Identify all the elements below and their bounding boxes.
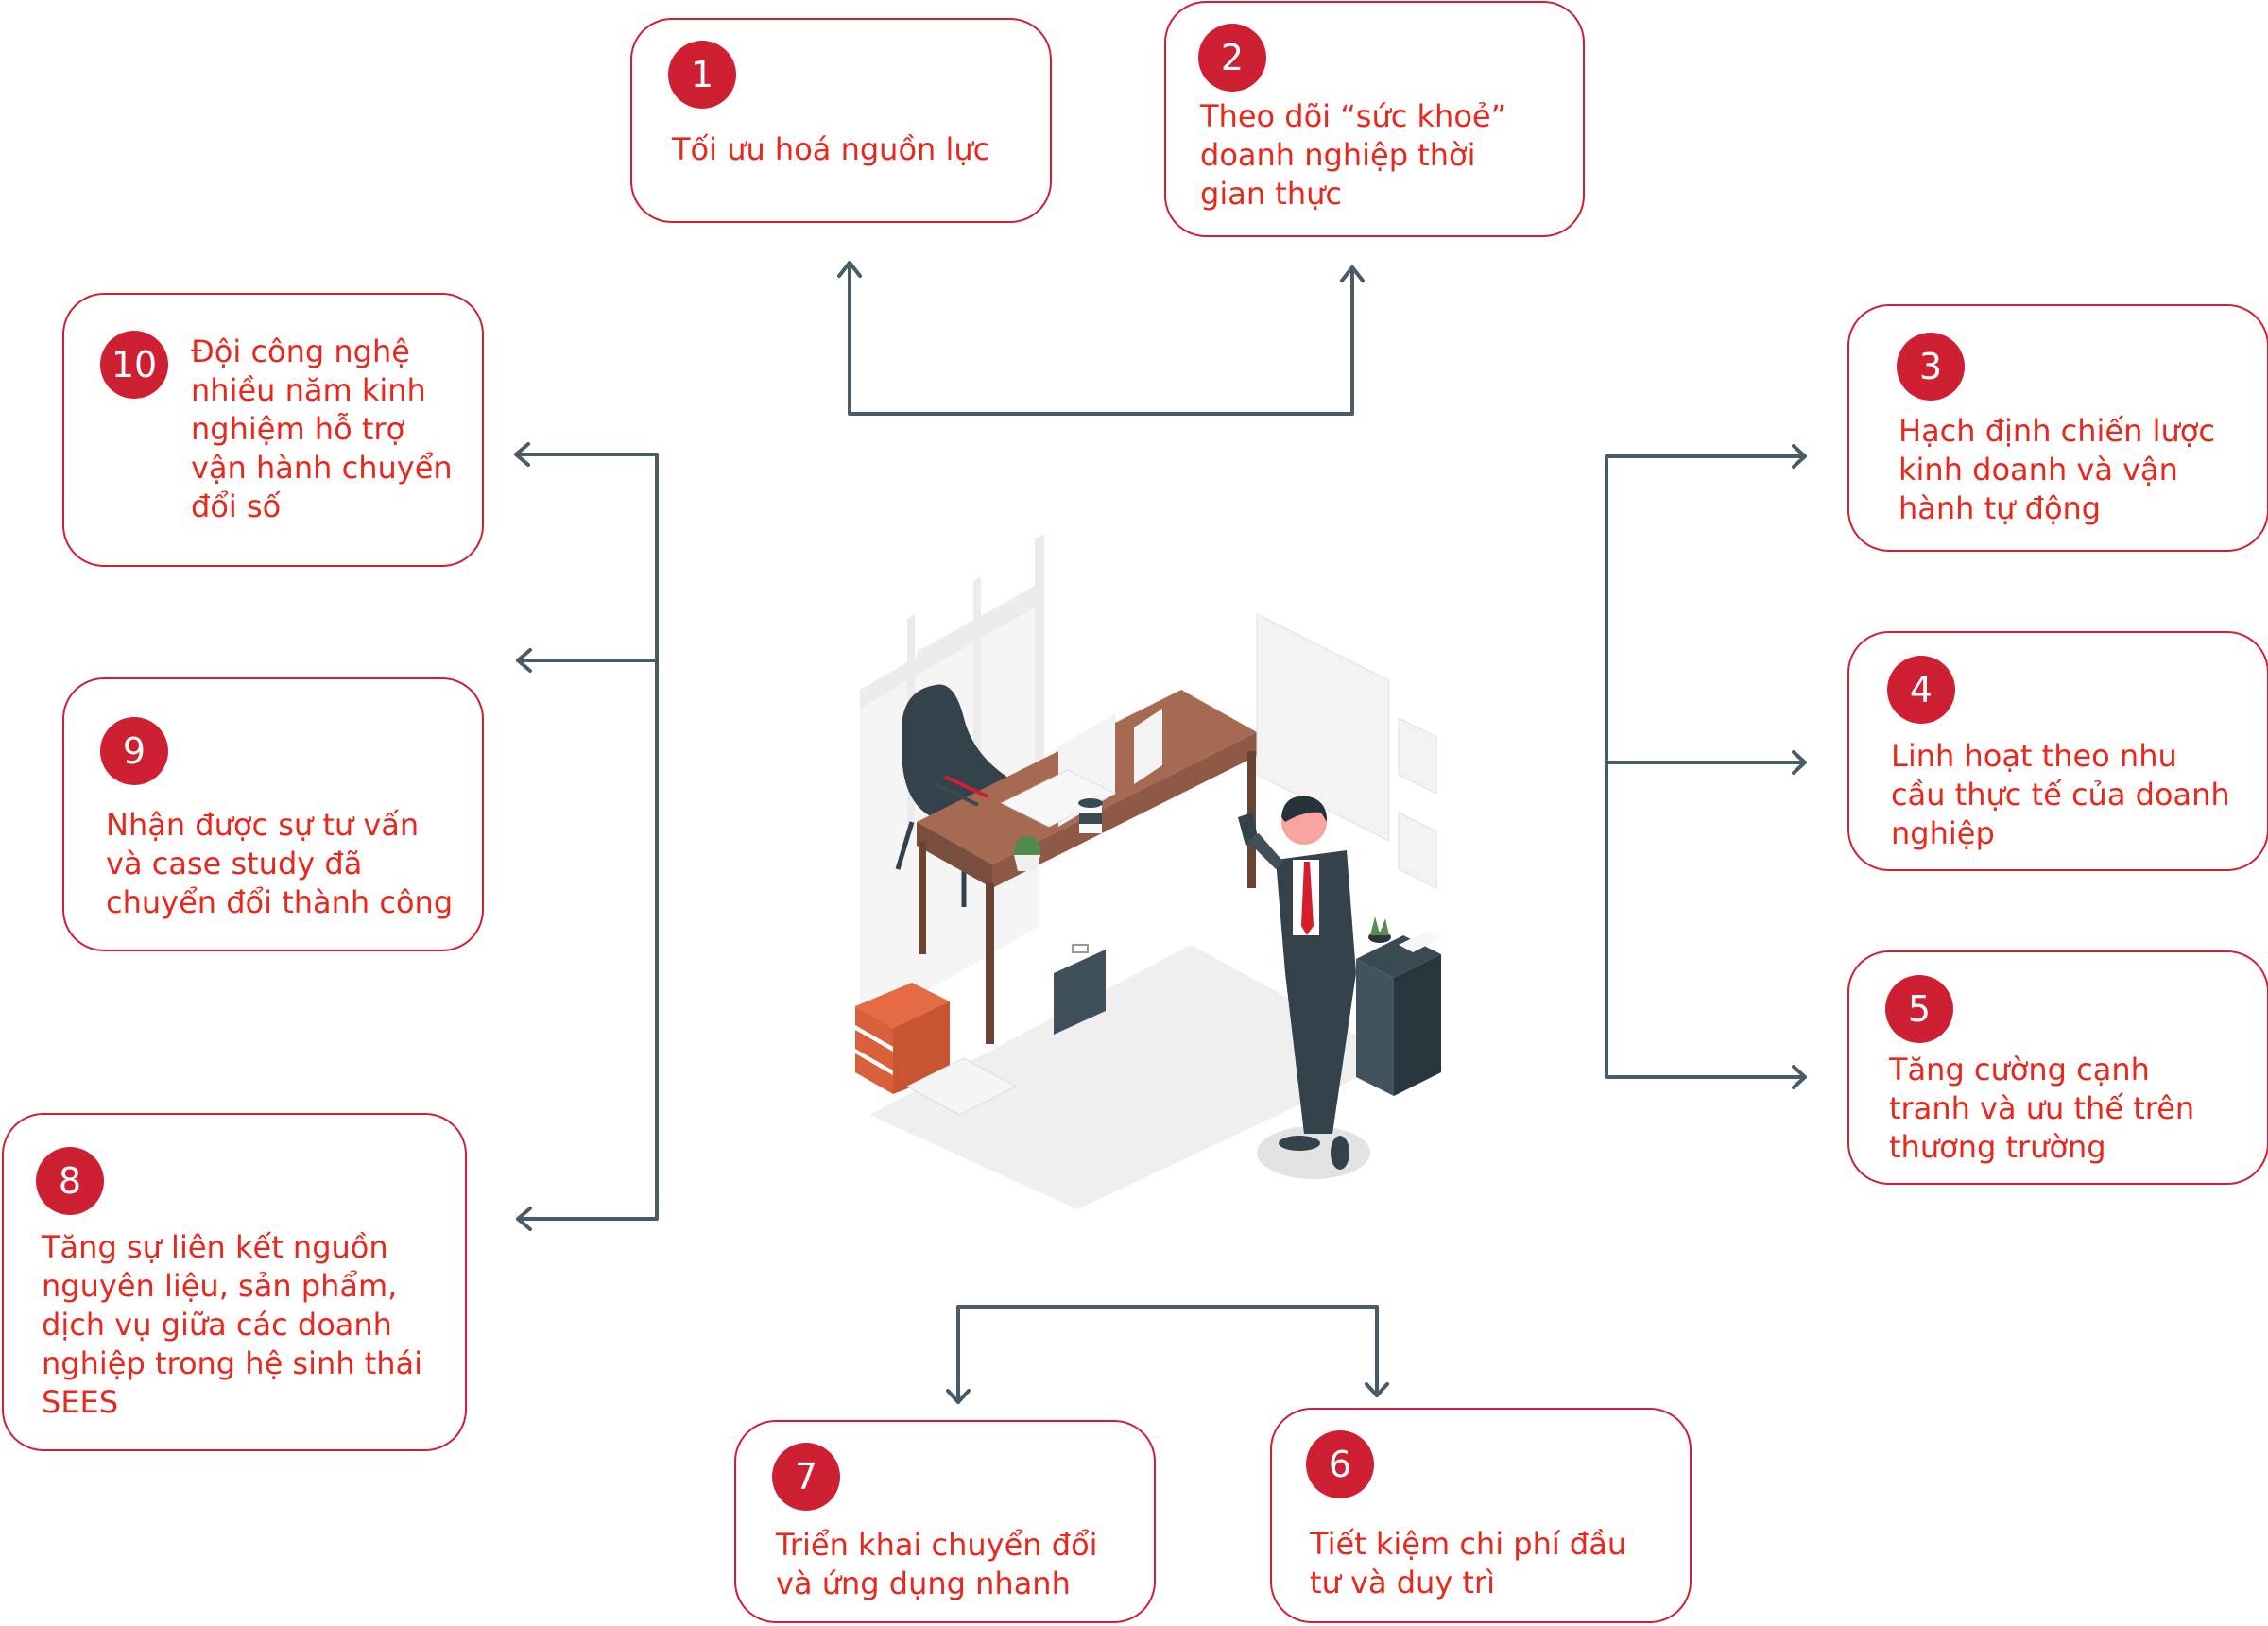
arrowhead-right-3 xyxy=(1792,444,1807,469)
number-badge: 7 xyxy=(772,1443,840,1511)
arrowhead-right-4 xyxy=(1792,750,1807,775)
office-illustration xyxy=(855,534,1441,1209)
number-badge: 8 xyxy=(36,1147,104,1215)
binders-icon xyxy=(855,983,950,1094)
arrowhead-right-5 xyxy=(1792,1065,1807,1089)
number-badge: 1 xyxy=(668,41,736,109)
businessman-icon xyxy=(1238,796,1370,1179)
number-badge: 9 xyxy=(100,717,168,785)
benefit-text: Theo dõi “sức khoẻ” doanh nghiệp thời gi… xyxy=(1200,98,1507,212)
benefit-text: Tăng cường cạnh tranh và ưu thế trên thư… xyxy=(1889,1052,2195,1165)
briefcase-icon xyxy=(1054,944,1106,1035)
benefit-text: Triển khai chuyển đổi và ứng dụng nhanh xyxy=(776,1527,1098,1601)
number-badge: 5 xyxy=(1885,975,1953,1043)
benefit-text: Tiết kiệm chi phí đầu tư và duy trì xyxy=(1310,1526,1627,1600)
connector-top xyxy=(848,261,1354,416)
benefit-card-3: 3 Hạch định chiến lược kinh doanh và vận… xyxy=(1847,304,2268,552)
connector-right xyxy=(1605,454,1807,1079)
number-badge: 2 xyxy=(1198,24,1266,92)
benefit-card-6: 6 Tiết kiệm chi phí đầu tư và duy trì xyxy=(1270,1408,1692,1623)
benefit-text: Nhận được sự tư vấn và case study đã chu… xyxy=(106,807,454,920)
benefit-card-1: 1 Tối ưu hoá nguồn lực xyxy=(630,18,1052,223)
cactus-icon xyxy=(1014,836,1040,871)
floor-shadow xyxy=(869,945,1399,1209)
wall-board-icon xyxy=(1256,613,1437,889)
benefit-card-9: 9 Nhận được sự tư vấn và case study đã c… xyxy=(62,677,484,951)
benefit-text: Tăng sự liên kết nguồn nguyên liệu, sản … xyxy=(42,1229,423,1420)
arrowhead-left-9 xyxy=(516,648,532,673)
benefit-card-4: 4 Linh hoạt theo nhu cầu thực tế của doa… xyxy=(1847,631,2268,871)
number-badge: 3 xyxy=(1897,333,1965,401)
coffee-cup-icon xyxy=(1078,798,1103,833)
benefit-card-5: 5 Tăng cường cạnh tranh và ưu thế trên t… xyxy=(1847,950,2268,1185)
benefit-text: Tối ưu hoá nguồn lực xyxy=(672,131,990,167)
number-badge: 4 xyxy=(1887,656,1955,724)
arrowhead-left-10 xyxy=(514,442,530,467)
document-pile xyxy=(905,1057,1018,1116)
connector-left xyxy=(514,453,659,1221)
number-badge: 6 xyxy=(1306,1430,1374,1498)
benefit-text: Hạch định chiến lược kinh doanh và vận h… xyxy=(1899,413,2215,526)
benefit-text: Linh hoạt theo nhu cầu thực tế của doanh… xyxy=(1891,738,2230,851)
paper-stack xyxy=(1000,769,1117,828)
benefit-text: Đội công nghệ nhiều năm kinh nghiệm hỗ t… xyxy=(191,334,453,524)
number-badge: 10 xyxy=(100,331,168,399)
benefit-card-2: 2 Theo dõi “sức khoẻ” doanh nghiệp thời … xyxy=(1164,1,1585,237)
benefit-card-10: 10 Đội công nghệ nhiều năm kinh nghiệm h… xyxy=(62,293,484,567)
connector-bottom xyxy=(956,1305,1379,1404)
arrowhead-down-7 xyxy=(946,1389,971,1404)
benefit-card-7: 7 Triển khai chuyển đổi và ứng dụng nhan… xyxy=(734,1420,1156,1623)
arrowhead-down-6 xyxy=(1365,1382,1389,1397)
arrowhead-left-8 xyxy=(516,1207,532,1231)
arrowhead-up-1 xyxy=(837,261,862,278)
arrowhead-up-2 xyxy=(1340,265,1365,282)
filing-cabinet-icon xyxy=(1356,916,1441,1096)
benefit-card-8: 8 Tăng sự liên kết nguồn nguyên liệu, sả… xyxy=(2,1113,467,1451)
pen-icon xyxy=(935,775,988,807)
